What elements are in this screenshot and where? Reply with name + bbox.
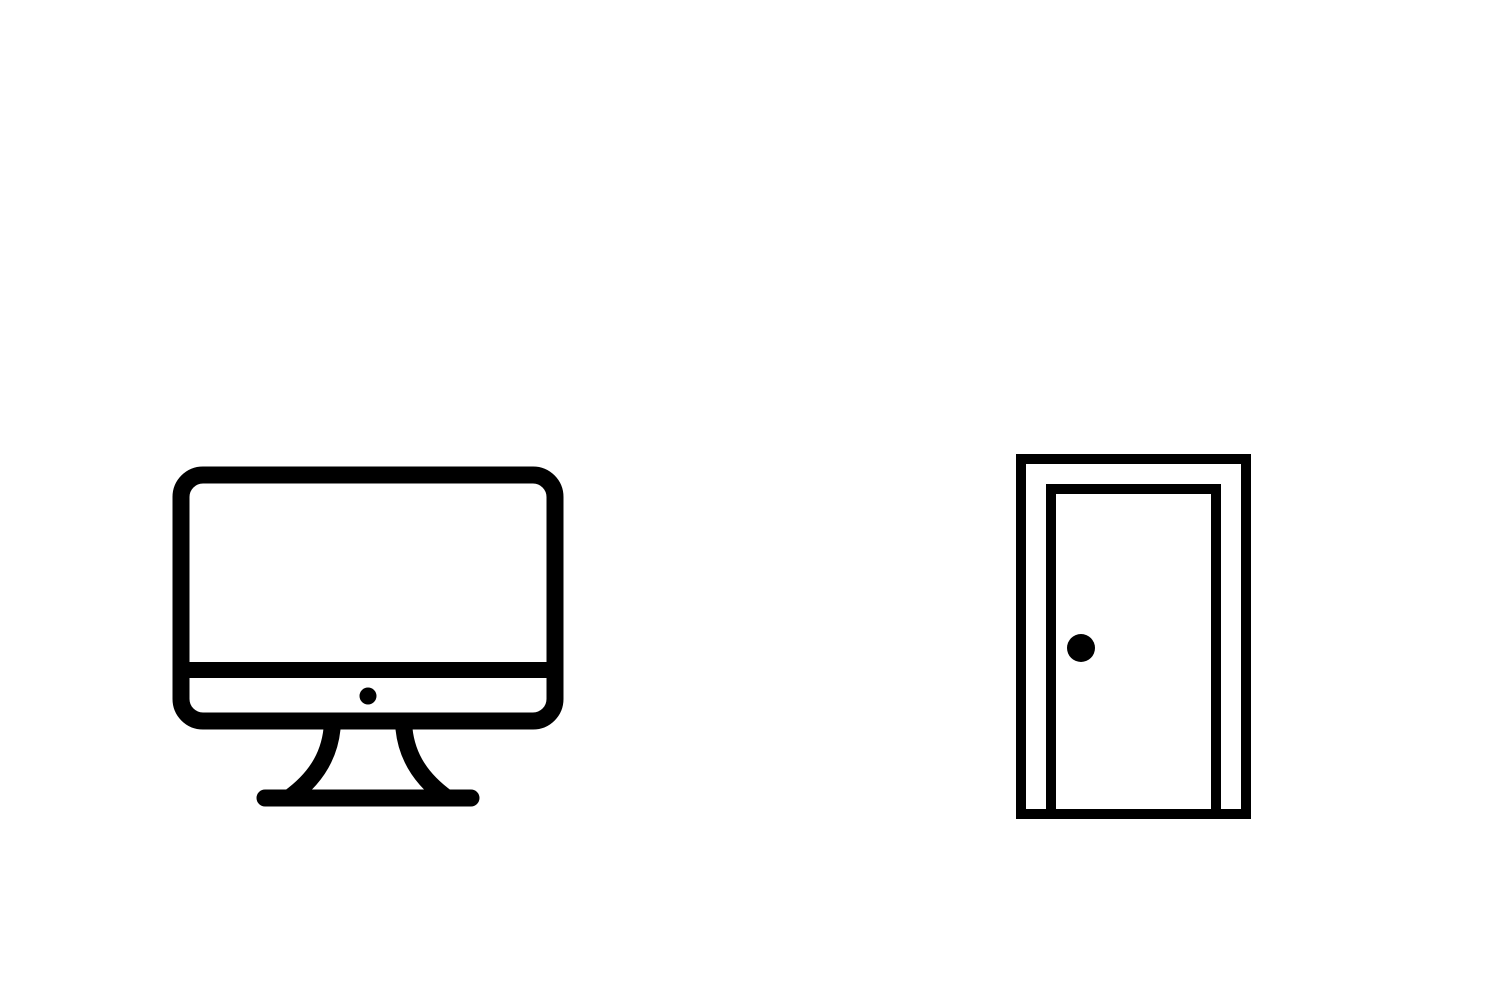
door-icon [1016, 454, 1251, 819]
monitor-screen-frame [172, 466, 564, 730]
monitor-stand-right [395, 720, 456, 807]
monitor-icon [172, 466, 564, 807]
door-panel [1046, 484, 1221, 819]
door-knob [1067, 634, 1095, 662]
monitor-stand-left [280, 720, 341, 807]
monitor-power-dot [359, 687, 377, 705]
